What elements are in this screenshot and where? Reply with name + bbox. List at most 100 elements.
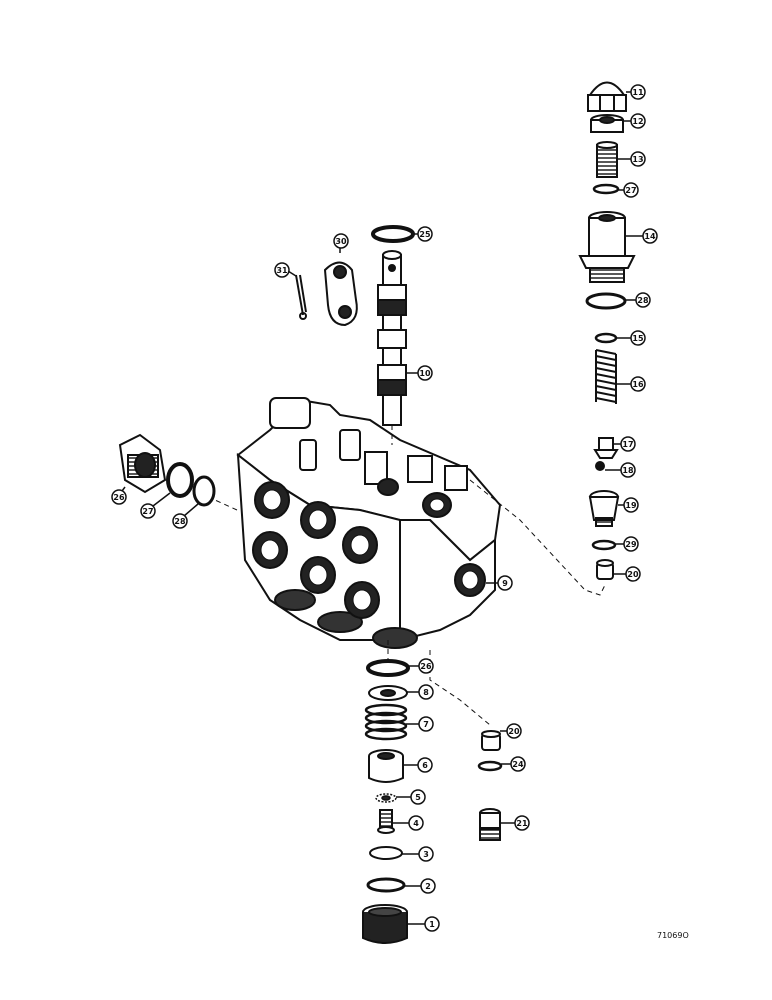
spacer-6 — [368, 749, 404, 783]
o-ring-top — [371, 225, 415, 243]
svg-text:28: 28 — [637, 296, 649, 305]
jam-nut — [590, 114, 624, 133]
callout-3: 3 — [402, 846, 434, 862]
clevis-link — [323, 261, 358, 327]
o-ring-26 — [477, 760, 503, 772]
washer-8 — [368, 685, 408, 701]
ring-2 — [366, 877, 406, 893]
callout-17: 17 — [614, 436, 636, 452]
o-ring-25 — [591, 539, 617, 551]
svg-text:27: 27 — [625, 186, 636, 195]
callout-13: 13 — [617, 151, 646, 167]
callout-1: 1 — [407, 916, 440, 932]
callouts: 11 12 13 27 14 28 15 16 17 18 19 29 20 2… — [111, 84, 658, 932]
svg-text:12: 12 — [632, 117, 643, 126]
acorn-nut — [587, 81, 627, 112]
gasket-24 — [585, 292, 627, 310]
lockwasher-5 — [375, 793, 397, 803]
svg-text:25: 25 — [419, 230, 431, 239]
svg-text:5: 5 — [415, 793, 421, 802]
svg-text:16: 16 — [632, 380, 644, 389]
callout-20-right: 20 — [613, 566, 641, 582]
callout-29: 28 — [172, 503, 199, 529]
adjusting-screw — [596, 141, 618, 178]
svg-text:11: 11 — [632, 88, 644, 97]
callout-26: 24 — [501, 756, 526, 772]
svg-text:6: 6 — [422, 761, 428, 770]
relief-valve-cap — [578, 211, 636, 283]
assembly-lines — [214, 425, 606, 726]
svg-text:19: 19 — [625, 501, 637, 510]
svg-text:3: 3 — [423, 850, 429, 859]
callout-20-bottom: 20 — [500, 723, 522, 739]
spring-16 — [595, 349, 617, 404]
port — [342, 526, 378, 564]
poppet-17 — [593, 437, 619, 459]
o-ring-29 — [192, 475, 216, 507]
ball-18 — [595, 461, 605, 471]
svg-text:24: 24 — [512, 760, 524, 769]
callout-28: 27 — [140, 492, 171, 519]
spool — [377, 250, 407, 426]
callout-21: 21 — [500, 815, 530, 831]
plug-20-right — [596, 559, 614, 580]
svg-text:21: 21 — [516, 819, 528, 828]
port — [344, 581, 380, 619]
svg-text:28: 28 — [174, 517, 186, 526]
callout-25: 29 — [615, 536, 639, 552]
callout-15: 15 — [616, 330, 646, 346]
callout-22-bottom: 26 — [408, 658, 434, 674]
o-ring-28 — [166, 462, 194, 498]
callout-7: 7 — [406, 716, 434, 732]
plate-3 — [369, 846, 403, 860]
svg-text:15: 15 — [632, 334, 644, 343]
svg-text:8: 8 — [423, 688, 429, 697]
callout-8: 8 — [407, 684, 434, 700]
cap-1 — [362, 904, 408, 944]
svg-text:2: 2 — [425, 882, 431, 891]
svg-text:13: 13 — [632, 155, 643, 164]
reference-code: 71069O — [657, 931, 689, 940]
callout-18: 18 — [605, 462, 636, 478]
port — [377, 478, 399, 496]
callout-11: 11 — [626, 84, 646, 100]
fitting-27 — [118, 433, 167, 494]
screw-4 — [377, 809, 395, 834]
seat-15 — [594, 332, 618, 344]
callout-2: 2 — [404, 878, 436, 894]
svg-text:9: 9 — [502, 579, 508, 588]
port — [422, 492, 452, 518]
callout-24: 28 — [625, 292, 651, 308]
svg-text:14: 14 — [644, 232, 656, 241]
svg-text:29: 29 — [625, 540, 637, 549]
valve-ports — [252, 478, 486, 619]
port — [254, 481, 290, 519]
callout-6: 6 — [403, 757, 433, 773]
svg-text:31: 31 — [276, 266, 288, 275]
svg-text:20: 20 — [627, 570, 639, 579]
spring-7 — [364, 703, 408, 741]
o-ring-bottom — [366, 659, 410, 677]
port — [252, 531, 288, 569]
svg-text:26: 26 — [113, 493, 125, 502]
callout-16: 16 — [617, 376, 646, 392]
callout-9: 9 — [486, 575, 513, 591]
callout-12: 12 — [623, 113, 646, 129]
cotter-pin — [295, 274, 307, 320]
o-ring-23 — [592, 183, 620, 195]
svg-text:26: 26 — [420, 662, 432, 671]
plug-21 — [479, 808, 501, 841]
seat-19 — [588, 490, 620, 527]
callout-30: 30 — [333, 233, 349, 253]
callout-4: 4 — [392, 815, 424, 831]
plug-20-bottom — [481, 730, 501, 751]
callout-5: 5 — [396, 789, 426, 805]
callout-31: 31 — [274, 262, 297, 278]
svg-text:1: 1 — [429, 920, 435, 929]
svg-text:7: 7 — [423, 720, 429, 729]
svg-text:4: 4 — [413, 819, 419, 828]
port — [300, 501, 336, 539]
svg-text:27: 27 — [142, 507, 153, 516]
svg-text:20: 20 — [508, 727, 520, 736]
